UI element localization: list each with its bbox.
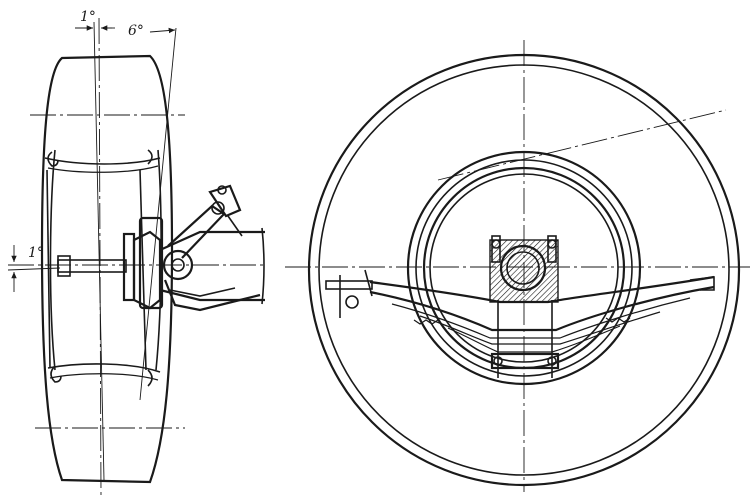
leaf-spring-main [369,285,715,332]
rim-hook-br [147,369,153,387]
side-diagonal-axis [437,109,727,181]
camber-left-label: 1° [28,245,44,261]
spring-tip-right [689,276,715,291]
wheel-disc-right [139,169,147,371]
lower-arm-inner [169,287,236,297]
spring-shackle-left-2 [364,269,373,297]
spring-clamp-plate [490,352,560,370]
wheel-vertical-axis [98,17,102,496]
tyre-outline [40,54,174,484]
dim-caster-arrow-right [149,27,176,34]
dim-camber-left-tick [7,267,61,271]
rim-band-bottom [47,363,161,373]
spring-eye-left [345,295,359,309]
axle-beam-end [261,227,265,305]
rim-hook-bl [50,365,62,383]
tyre-sidewall-left [49,149,56,371]
spring-rebound-marks [413,317,631,325]
leaf-spring-leaf-3 [419,311,661,345]
lower-arm [163,279,261,312]
kingpin-boss [138,216,164,310]
caster-label: 6° [128,23,144,39]
steering-ball-stud-rod [227,215,243,237]
rim-band-top-2 [47,165,159,173]
axle-eye-inner [171,258,185,272]
axle-tube-inner [506,251,540,285]
rim-band-top [44,157,161,165]
camber-line [93,21,105,481]
kingpin-axis-line [139,27,177,401]
front-view [7,17,265,496]
camber-top-label: 1° [80,9,96,25]
steering-ball-stud [208,184,242,218]
spring-hanger-left [325,280,373,290]
axle-beam [159,230,265,302]
rim-hook-tr [147,149,153,165]
spindle-nut [57,255,71,277]
leaf-spring-leaf-2 [391,297,691,339]
hub-body [132,230,162,310]
axle-tube-outer [499,244,547,292]
leaf-spring-top [369,275,715,304]
u-bolt-nut-left [491,239,501,249]
side-view [285,40,750,492]
wheel-disc-left [46,169,51,369]
u-bolt-left [491,235,501,263]
rim-hook-tl [47,151,59,167]
ball-stud-head [217,185,227,195]
spindle [57,259,127,273]
steering-arm [167,204,226,259]
axle-eye [162,249,194,281]
u-bolt-nut-right [547,239,557,249]
u-bolt-right [547,235,557,263]
steering-arm-joint [211,201,225,215]
